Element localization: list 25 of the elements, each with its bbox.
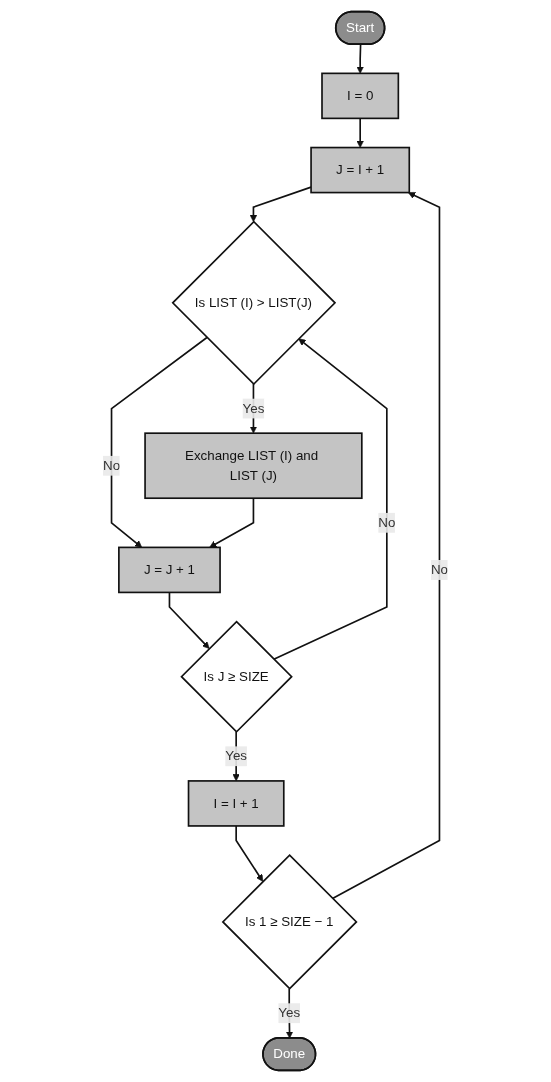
edge-label: No [103,458,121,473]
arrow [285,987,294,1039]
edge-label: No [430,562,448,577]
arrow [356,43,364,74]
node-diamond: Is 1 ≥ SIZE − 1 [221,853,358,990]
arrow [209,497,255,548]
node-diamond: Is J ≥ SIZE [180,620,293,733]
arrow [110,336,208,548]
arrow [235,825,264,882]
arrow [356,117,364,148]
arrow [273,338,388,661]
arrow [331,192,441,900]
edge-label: Yes [278,1005,301,1020]
edge-label: No [378,515,396,530]
node-box: I = I + 1 [187,780,285,827]
arrow [168,591,210,649]
node-box: I = 0 [321,72,400,120]
arrow [249,186,312,223]
node-box: J = I + 1 [310,146,411,194]
node-box: Exchange LIST (I) and LIST (J) [144,432,363,500]
node-diamond: Is LIST (I) > LIST(J) [171,220,337,386]
edge-label: Yes [225,748,248,763]
arrow [232,730,240,782]
node-box: J = J + 1 [118,546,221,594]
edge-label: Yes [242,401,265,416]
